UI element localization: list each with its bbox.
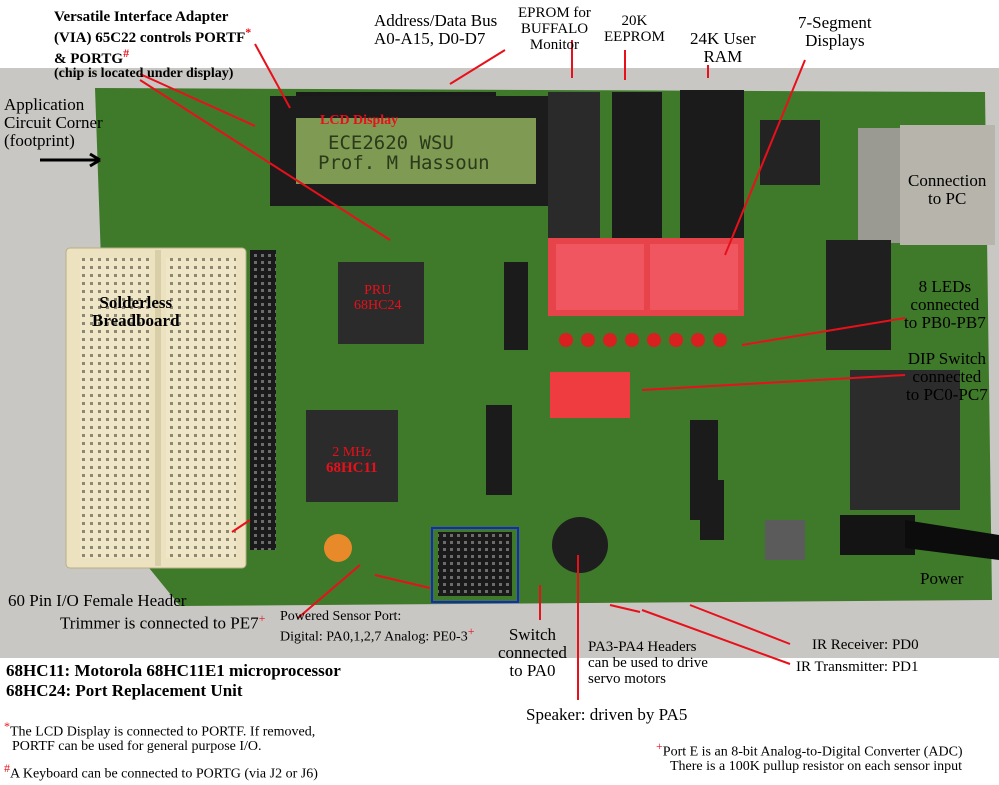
led-row <box>559 333 727 347</box>
pc-connector <box>858 125 995 245</box>
eeprom-callout: 20K EEPROM <box>604 13 665 45</box>
lcd-label: LCD Display <box>320 113 399 128</box>
breadboard <box>65 247 247 569</box>
leds-callout: 8 LEDs connected to PB0-PB7 <box>904 277 986 332</box>
seven-segment <box>548 238 744 316</box>
legend-68hc24: 68HC24: Port Replacement Unit <box>6 681 243 700</box>
power-jack <box>840 515 915 555</box>
note-lcd: *The LCD Display is connected to PORTF. … <box>4 719 316 755</box>
address-bus-callout: Address/Data Bus A0-A15, D0-D7 <box>374 11 498 48</box>
switch-callout: Switch connected to PA0 <box>498 625 567 680</box>
mcu-label: 2 MHz 68HC11 <box>326 445 378 476</box>
speaker-callout: Speaker: driven by PA5 <box>526 705 688 724</box>
annotation-arrows <box>139 40 906 700</box>
io-header <box>250 250 276 550</box>
trimmer <box>324 534 352 562</box>
via-callout: Versatile Interface Adapter (VIA) 65C22 … <box>54 9 252 82</box>
sensor-callout: Powered Sensor Port: Digital: PA0,1,2,7 … <box>280 609 475 645</box>
sensor-port-box <box>431 527 519 603</box>
pru-chip <box>338 262 424 344</box>
breadboard-label: Solderless Breadboard <box>92 293 180 330</box>
seven-segment-callout: 7-Segment Displays <box>798 13 872 50</box>
pc-callout: Connection to PC <box>908 171 987 208</box>
mcu-chip <box>306 410 398 502</box>
note-keyboard: #A Keyboard can be connected to PORTG (v… <box>4 761 318 782</box>
serial-connector <box>850 370 960 510</box>
header60-callout: 60 Pin I/O Female Header <box>8 591 187 610</box>
dip-callout: DIP Switch connected to PC0-PC7 <box>906 349 988 404</box>
speaker <box>552 517 608 573</box>
app-corner-callout: Application Circuit Corner (footprint) <box>4 95 103 150</box>
pa34-callout: PA3-PA4 Headers can be used to drive ser… <box>588 639 708 687</box>
dip-switch <box>550 372 630 418</box>
eprom-callout: EPROM for BUFFALO Monitor <box>518 5 591 53</box>
ir-rx-callout: IR Receiver: PD0 <box>812 637 919 653</box>
note-porte: +Port E is an 8-bit Analog-to-Digital Co… <box>656 739 963 775</box>
trimmer-callout: Trimmer is connected to PE7+ <box>60 611 266 633</box>
ram-callout: 24K User RAM <box>690 29 756 66</box>
lcd-display <box>270 96 565 206</box>
ir-tx-callout: IR Transmitter: PD1 <box>796 659 919 675</box>
lcd-screen-text: ECE2620 WSU Prof. M Hassoun <box>318 132 490 174</box>
power-callout: Power <box>920 569 964 588</box>
legend-68hc11: 68HC11: Motorola 68HC11E1 microprocessor <box>6 661 341 680</box>
pru-label: PRU 68HC24 <box>354 283 402 313</box>
